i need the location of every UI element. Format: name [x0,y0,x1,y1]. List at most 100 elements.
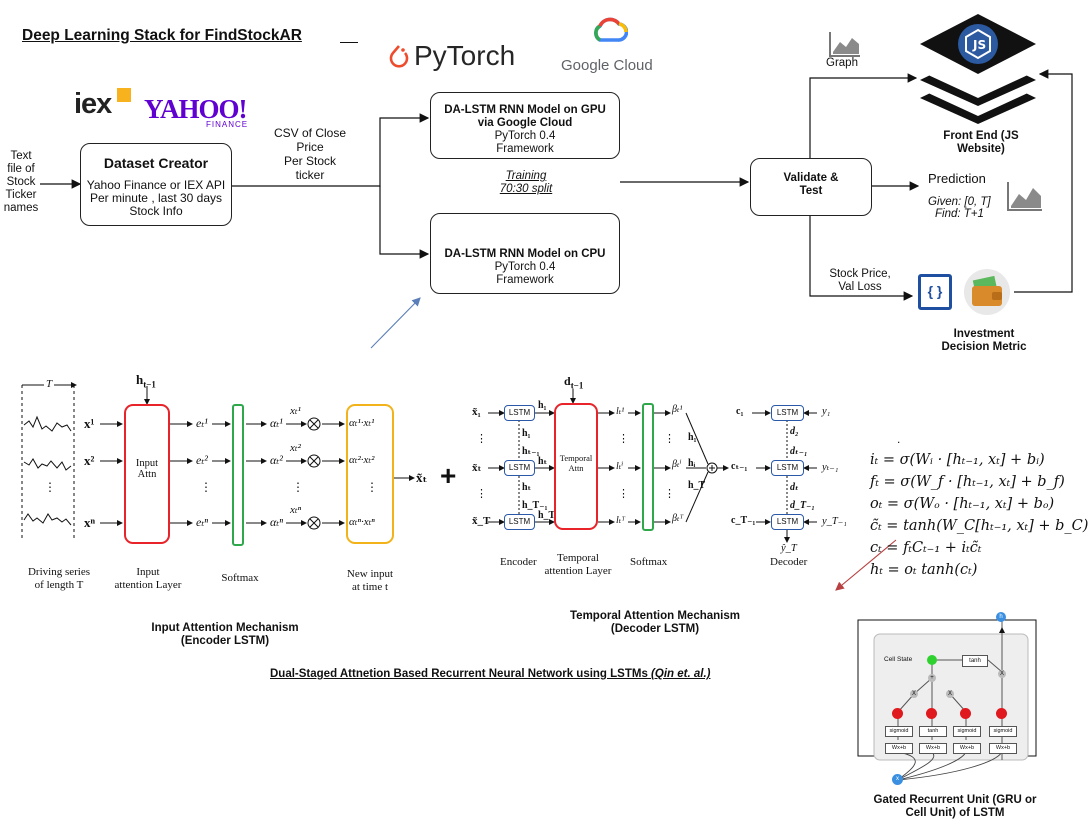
softmax-box [232,404,244,546]
page-title: Deep Learning Stack for FindStockAR [22,27,302,44]
dataset-creator-title: Dataset Creator [103,155,209,171]
beta-label: βₜᵀ [672,513,684,524]
x-t-label: xₜ¹ [290,405,301,417]
l-label: lₜᵀ [616,515,626,526]
softmax-caption: Softmax [221,572,259,584]
iex-logo-text: iex [74,88,112,120]
encoder-lstm-cell: LSTM [504,405,535,421]
enc-h-label: hₜ [538,456,548,467]
input-row-label: x² [84,453,95,468]
gpu-model-title: via Google Cloud [477,117,573,129]
decoder-lstm-cell: LSTM [771,514,804,530]
beta-label: βₜ¹ [672,404,683,415]
dataset-creator-line: Stock Info [129,204,183,218]
enc-mid-label: h_T₋₁ [522,500,548,511]
cell-state-label: Cell State [884,656,913,663]
enc-input: x̃ₜ [472,462,482,474]
c-label: cₜ₋₁ [731,461,748,472]
gpu-model-line: PyTorch 0.4 [494,130,556,142]
d-label: d_T₋₁ [790,500,815,511]
equation-line: oₜ = σ(Wₒ · [hₜ₋₁, xₜ] + bₒ) [870,496,1055,512]
cpu-model-line: PyTorch 0.4 [494,261,556,273]
google-cloud-icon [594,17,628,42]
beta-label: βₜⁱ [672,459,682,470]
yahoo-logo-subtext: FINANCE [206,120,249,129]
enc-dots: ⋮ [476,433,487,445]
dataset-creator-line: Per minute , last 30 days [89,191,223,205]
title-underline-extension [340,42,358,43]
gate-label: sigmoid [989,726,1017,737]
equation-line: cₜ = fₜCₜ₋₁ + iₜc̃ₜ [870,540,982,556]
gate-label: tanh [919,726,947,737]
pytorch-logo-text: PyTorch [414,40,516,71]
beta-dots: ⋮ [664,488,675,500]
d-label: dₜ₋₁ [790,446,808,457]
cpu-model-box: DA-LSTM RNN Model on CPU PyTorch 0.4 Fra… [430,213,620,294]
wxb-label: Wx+b [989,743,1017,754]
decoder-caption: Decoder [770,556,808,568]
beta-dots: ⋮ [664,433,675,445]
graph-icon [829,32,860,57]
temporal-softmax-caption: Softmax [630,556,668,568]
encoder-lstm-cell: LSTM [504,460,535,476]
enc-mid-label: h₁ [522,428,531,439]
c-label: c₁ [736,406,744,417]
h-prev-label: ht−1 [136,372,156,390]
cpu-model-line: Framework [496,274,554,286]
tanh-top-box: tanh [962,655,988,667]
new-input-label: αₜ¹·xₜ¹ [349,417,375,429]
enc-mid-label: hₜ [522,482,532,493]
gate-label: sigmoid [953,726,981,737]
d-label: d₂ [790,426,799,437]
op-node: X [946,690,954,698]
input-row-label: x¹ [84,416,95,431]
e-label: eₜ² [196,453,208,467]
h-right-label: h_T [688,480,706,491]
enc-mid-label: hₜ₋₁ [522,446,540,457]
dataset-creator-line: Yahoo Finance or IEX API [86,178,226,192]
input-attn-box: Input Attn [124,404,170,544]
encoder-lstm-cell: LSTM [504,514,535,530]
equations-dot: . [897,432,901,446]
l-label: lₜ¹ [616,406,625,417]
enc-input: x̃_T [472,515,491,527]
prediction-find: Find: T+1 [935,208,984,220]
y-label: yₜ₋₁ [822,462,839,473]
new-input-box [346,404,394,544]
dataset-creator-box: Dataset Creator Yahoo Finance or IEX API… [80,143,232,226]
svg-text:JS: JS [972,38,986,52]
enc-h-label: h_T [538,510,556,521]
training-label: Training 70:30 split [499,170,553,195]
gpu-model-box: DA-LSTM RNN Model on GPU via Google Clou… [430,92,620,159]
lstm-bottom-node: x [892,774,903,785]
prediction-graph-icon [1007,182,1042,211]
iex-logo: iex [74,88,131,121]
x-t-label: xₜ² [290,442,301,454]
h-right-label: hᵢ [688,458,696,469]
l-dots: ⋮ [618,488,629,500]
gpu-model-title: DA-LSTM RNN Model on GPU [444,104,606,116]
prediction-given: Given: [0, T] [928,196,991,208]
y-label: y₁ [822,406,831,417]
gate-label: sigmoid [885,726,913,737]
input-row-dots: ⋮ [44,480,56,494]
equation-line: c̃ₜ = tanh(W_C[hₜ₋₁, xₜ] + b_C) [870,518,1089,534]
plus-sign: + [440,460,457,491]
x-t-label: xₜⁿ [290,504,302,516]
equation-line: iₜ = σ(Wᵢ · [hₜ₋₁, xₜ] + bᵢ) [870,452,1045,468]
lstm-top-node: h [996,612,1006,622]
y-label: y_T₋₁ [822,516,847,527]
temporal-attn-box: Temporal Attn [554,403,598,530]
enc-h-label: h₁ [538,400,547,411]
js-website-icon: JS [920,14,1036,124]
cell-state-node [927,655,937,665]
validate-test-label: Validate & [783,172,839,184]
graph-label: Graph [826,57,858,69]
op-node: X [998,670,1006,678]
x-tilde-output: x̃ₜ [416,470,428,485]
gpu-model-line: Framework [496,143,554,155]
